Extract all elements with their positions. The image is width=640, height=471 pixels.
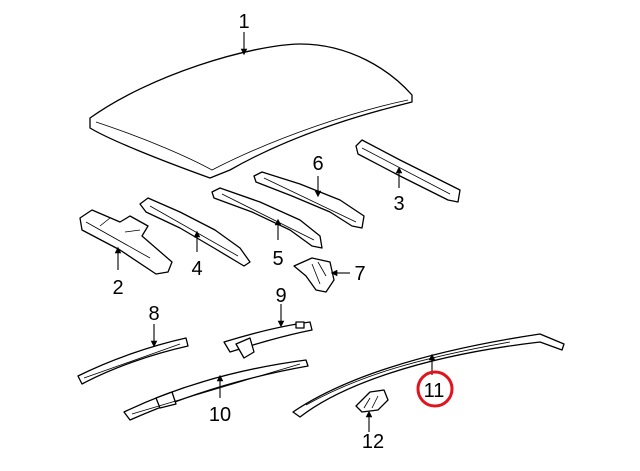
part-1-roof-panel[interactable]: [89, 43, 413, 179]
callout-6[interactable]: 6: [312, 153, 323, 175]
callout-9[interactable]: 9: [275, 285, 286, 307]
part-7-bracket[interactable]: [293, 257, 335, 293]
part-11-roof-side-rail[interactable]: [292, 333, 565, 418]
callout-12[interactable]: 12: [362, 431, 384, 453]
callout-1[interactable]: 1: [238, 11, 249, 33]
callout-11[interactable]: 11: [424, 380, 445, 402]
part-6-roof-bow[interactable]: [253, 171, 365, 229]
highlight-circle-11: [416, 370, 454, 408]
callout-5[interactable]: 5: [272, 248, 283, 270]
part-9-drip-molding[interactable]: [223, 321, 313, 359]
callout-7[interactable]: 7: [354, 263, 365, 285]
part-3-rear-header[interactable]: [355, 139, 461, 203]
part-8-trim-strip[interactable]: [77, 337, 189, 385]
part-2-front-header[interactable]: [79, 209, 173, 275]
part-5-roof-bow[interactable]: [211, 187, 323, 249]
callout-3[interactable]: 3: [393, 193, 404, 215]
part-12-clip[interactable]: [355, 389, 389, 413]
callout-4[interactable]: 4: [191, 258, 202, 280]
part-10-rail-molding[interactable]: [123, 359, 309, 421]
callout-2[interactable]: 2: [112, 277, 123, 299]
callout-10[interactable]: 10: [209, 404, 231, 426]
callout-8[interactable]: 8: [148, 303, 159, 325]
